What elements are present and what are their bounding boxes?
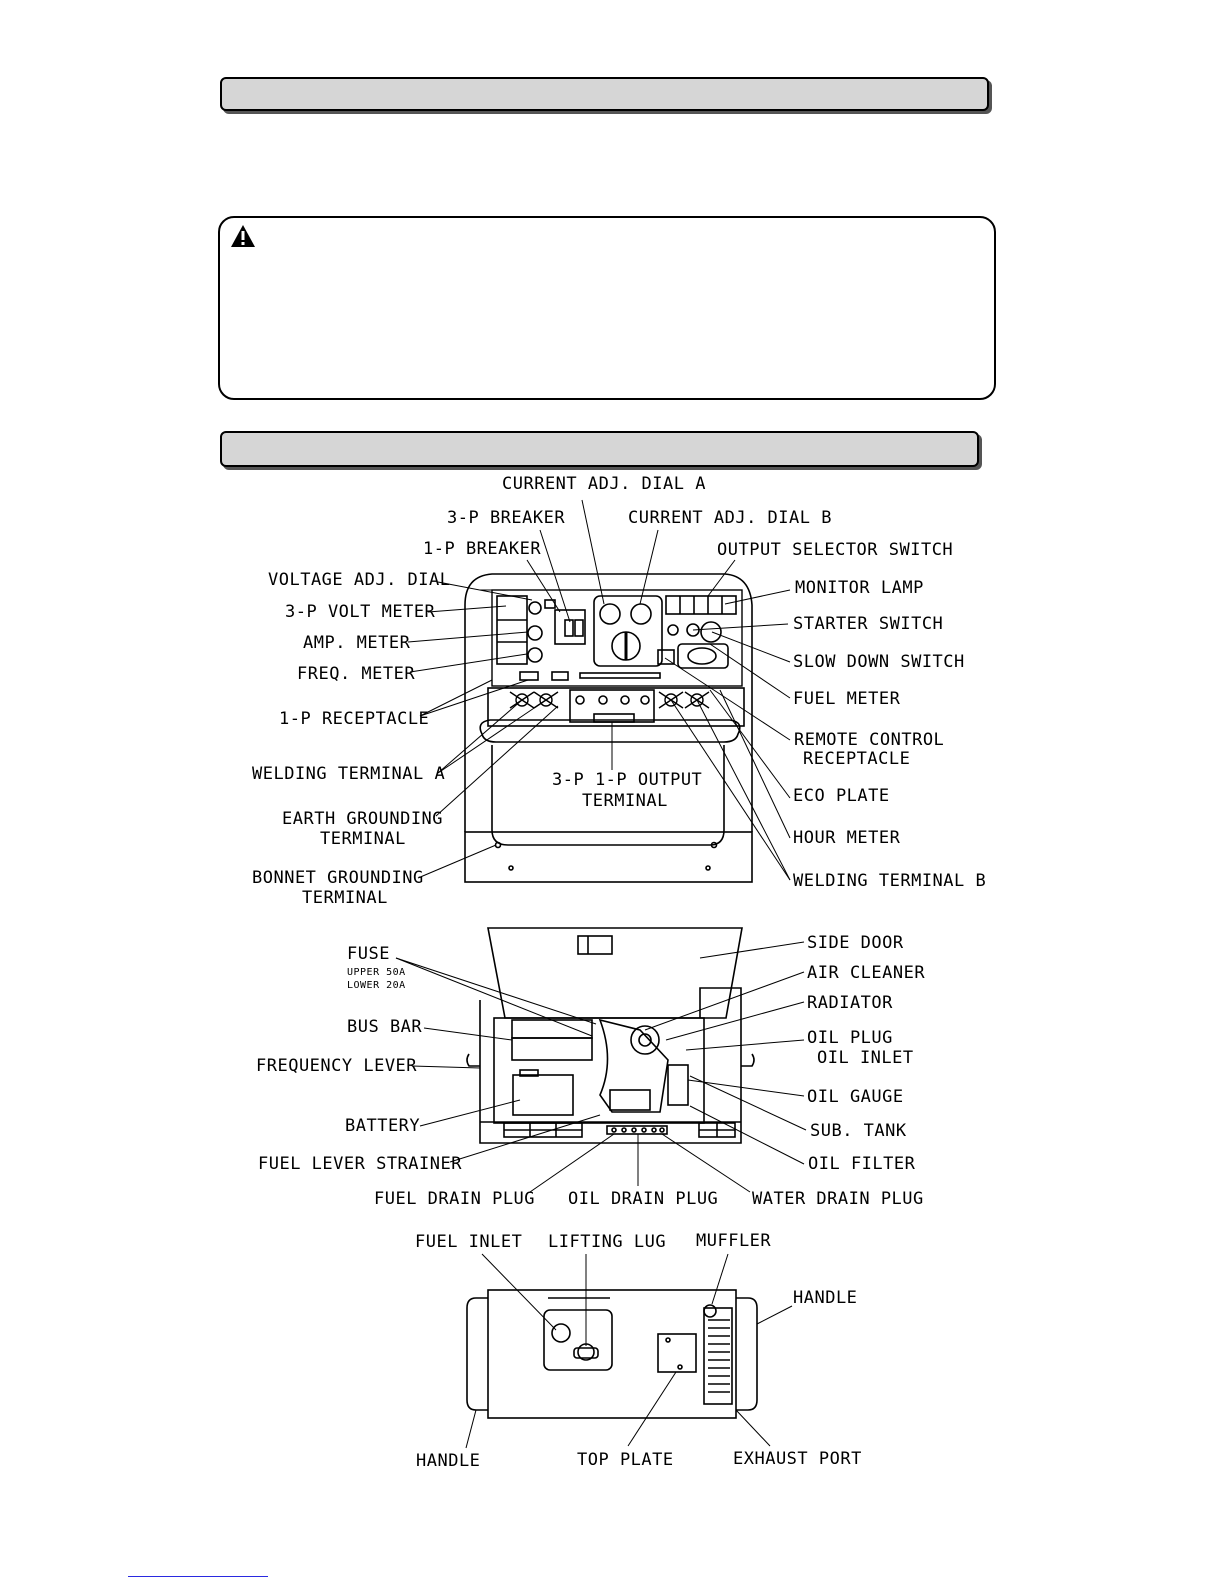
footer-link-underline[interactable]	[128, 1576, 268, 1577]
label-3p-volt-meter: 3-P VOLT METER	[285, 602, 436, 622]
label-output-selector-switch: OUTPUT SELECTOR SWITCH	[717, 540, 953, 560]
label-radiator: RADIATOR	[807, 993, 893, 1013]
label-oil-gauge: OIL GAUGE	[807, 1087, 904, 1107]
label-earth-grounding: EARTH GROUNDING	[282, 809, 443, 829]
label-oil-filter: OIL FILTER	[808, 1154, 916, 1174]
label-side-door: SIDE DOOR	[807, 933, 904, 953]
label-air-cleaner: AIR CLEANER	[807, 963, 925, 983]
label-muffler: MUFFLER	[696, 1231, 771, 1251]
warning-triangle-icon	[231, 225, 255, 247]
label-voltage-adj-dial: VOLTAGE ADJ. DIAL	[268, 570, 451, 590]
label-welding-terminal-b: WELDING TERMINAL B	[793, 871, 986, 891]
label-battery: BATTERY	[345, 1116, 420, 1136]
label-bonnet-grounding-terminal: TERMINAL	[302, 888, 388, 908]
label-eco-plate: ECO PLATE	[793, 786, 890, 806]
section-header-bar-1	[220, 77, 989, 111]
label-monitor-lamp: MONITOR LAMP	[795, 578, 924, 598]
label-oil-plug: OIL PLUG	[807, 1028, 893, 1048]
label-handle-left: HANDLE	[416, 1451, 480, 1471]
label-oil-drain-plug: OIL DRAIN PLUG	[568, 1189, 718, 1209]
front-panel-drawing	[464, 573, 753, 883]
label-fuse-lower: LOWER 20A	[347, 980, 406, 991]
label-water-drain-plug: WATER DRAIN PLUG	[752, 1189, 924, 1209]
label-fuse: FUSE	[347, 944, 390, 964]
label-earth-grounding-terminal: TERMINAL	[320, 829, 406, 849]
label-slow-down-switch: SLOW DOWN SWITCH	[793, 652, 965, 672]
label-top-plate: TOP PLATE	[577, 1450, 674, 1470]
label-1p-receptacle: 1-P RECEPTACLE	[279, 709, 429, 729]
label-output-terminal: 3-P 1-P OUTPUT	[552, 770, 702, 790]
label-exhaust-port: EXHAUST PORT	[733, 1449, 862, 1469]
label-handle-right: HANDLE	[793, 1288, 857, 1308]
label-fuse-upper: UPPER 50A	[347, 967, 406, 978]
label-current-adj-dial-b: CURRENT ADJ. DIAL B	[628, 508, 832, 528]
warning-box	[218, 216, 996, 400]
label-output-terminal-2: TERMINAL	[582, 791, 668, 811]
label-oil-inlet: OIL INLET	[817, 1048, 914, 1068]
label-freq-meter: FREQ. METER	[297, 664, 415, 684]
top-view-drawing	[466, 1289, 758, 1419]
label-fuel-lever-strainer: FUEL LEVER STRAINER	[258, 1154, 462, 1174]
section-header-bar-2	[220, 431, 979, 467]
side-view-drawing	[466, 927, 755, 1144]
label-starter-switch: STARTER SWITCH	[793, 614, 943, 634]
label-frequency-lever: FREQUENCY LEVER	[256, 1056, 417, 1076]
label-current-adj-dial-a: CURRENT ADJ. DIAL A	[502, 474, 706, 494]
label-fuel-meter: FUEL METER	[793, 689, 901, 709]
label-remote-control-receptacle: RECEPTACLE	[803, 749, 910, 769]
label-bus-bar: BUS BAR	[347, 1017, 422, 1037]
label-1p-breaker: 1-P BREAKER	[423, 539, 541, 559]
label-welding-terminal-a: WELDING TERMINAL A	[252, 764, 445, 784]
label-sub-tank: SUB. TANK	[810, 1121, 907, 1141]
label-fuel-drain-plug: FUEL DRAIN PLUG	[374, 1189, 535, 1209]
label-3p-breaker: 3-P BREAKER	[447, 508, 565, 528]
leader-lines	[395, 499, 807, 1449]
label-hour-meter: HOUR METER	[793, 828, 901, 848]
label-lifting-lug: LIFTING LUG	[548, 1232, 666, 1252]
label-remote-control: REMOTE CONTROL	[794, 730, 944, 750]
label-fuel-inlet: FUEL INLET	[415, 1232, 522, 1252]
label-bonnet-grounding: BONNET GROUNDING	[252, 868, 424, 888]
label-amp-meter: AMP. METER	[303, 633, 411, 653]
